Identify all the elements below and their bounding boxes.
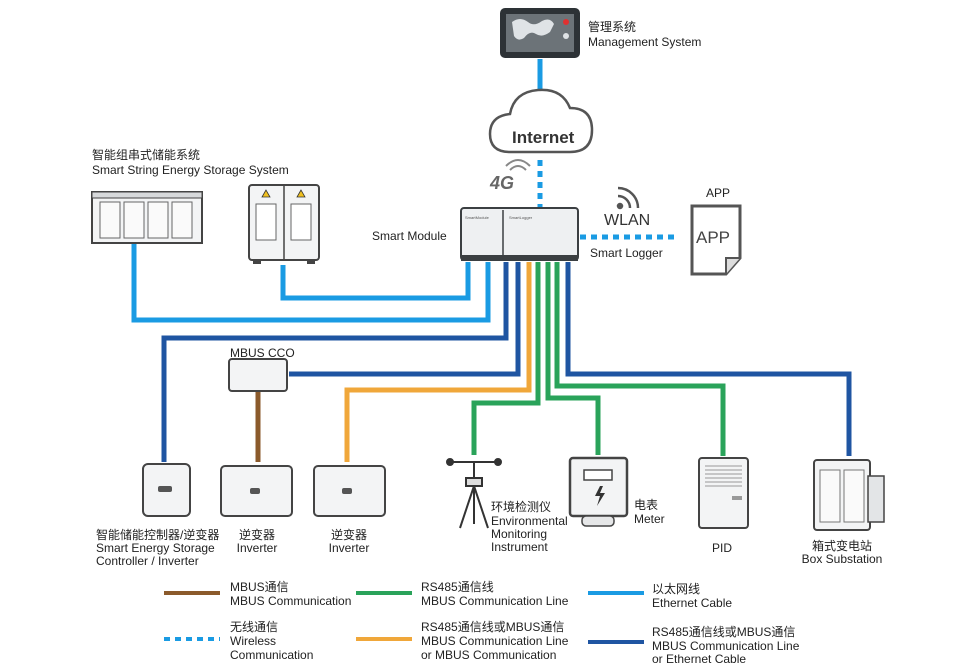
legend-swatch-rs485-or-mbus-dark <box>588 640 644 644</box>
box-label-en: Box Substation <box>801 552 883 566</box>
battery-cabinet-icon <box>248 184 320 264</box>
controller-label-en1: Smart Energy Storage <box>96 541 215 555</box>
inverter-2-label-en: Inverter <box>328 541 370 555</box>
green-line-env <box>471 262 541 455</box>
app-badge-text: APP <box>696 228 731 247</box>
legend-swatch-rs485-or-mbus <box>356 637 412 641</box>
wlan-signal-icon <box>616 186 640 210</box>
env-label-zh: 环境检测仪 <box>491 500 552 514</box>
controller-label-en2: Controller / Inverter <box>96 554 199 568</box>
legend-wireless-en2: Communication <box>230 648 314 662</box>
mbus-cco-device-icon <box>228 358 288 392</box>
legend-rs485-en: MBUS Communication Line <box>421 594 569 608</box>
box-label-zh: 箱式变电站 <box>811 539 872 553</box>
legend-rs485-dark-en2: or Ethernet Cable <box>652 652 747 666</box>
meter-label-en: Meter <box>634 512 665 526</box>
smart-logger-label: Smart Logger <box>590 246 663 260</box>
green-line-meter <box>545 262 601 455</box>
legend-rs485-or-mbus-en1: MBUS Communication Line <box>421 634 569 648</box>
legend-swatch-ethernet <box>588 591 644 595</box>
legend-swatch-wireless <box>164 637 220 641</box>
inverter-2-device-icon <box>313 465 386 517</box>
smart-module-label: Smart Module <box>372 229 447 243</box>
legend-rs485-or-mbus-en2: or MBUS Communication <box>421 648 557 662</box>
legend-mbus-zh: MBUS通信 <box>230 580 289 594</box>
management-label-en: Management System <box>588 35 702 49</box>
legend-rs485-or-mbus-zh: RS485通信线或MBUS通信 <box>421 620 565 634</box>
legend-rs485-dark-en1: MBUS Communication Line <box>652 639 800 653</box>
svg-text:SmartModule: SmartModule <box>465 215 490 220</box>
orange-line-inverter2 <box>344 262 532 462</box>
legend-wireless-en1: Wireless <box>230 634 277 648</box>
darkblue-line-controller <box>161 262 509 462</box>
inverter-2-label-zh: 逆变器 <box>330 528 367 542</box>
meter-label-zh: 电表 <box>634 498 659 512</box>
inverter-1-device-icon <box>220 465 293 517</box>
env-label-en2: Monitoring <box>491 527 548 541</box>
string-ess-rack-icon <box>91 191 203 244</box>
legend-swatch-mbus <box>164 591 220 595</box>
pid-label: PID <box>712 541 733 555</box>
controller-label-zh: 智能储能控制器/逆变器 <box>96 528 220 542</box>
legend-mbus-en: MBUS Communication <box>230 594 352 608</box>
wlan-label: WLAN <box>604 212 651 229</box>
controller-device-icon <box>142 463 191 517</box>
electric-meter-icon <box>568 456 629 527</box>
inverter-1-label-zh: 逆变器 <box>238 528 275 542</box>
4g-label: 4G <box>490 173 515 193</box>
pid-device-icon <box>698 457 749 529</box>
legend-ethernet-zh: 以太网线 <box>652 582 701 596</box>
management-label-zh: 管理系统 <box>588 20 637 34</box>
internet-label: Internet <box>512 128 575 147</box>
ethernet-line-string-ess <box>131 243 491 323</box>
app-document-icon <box>690 204 742 276</box>
weather-station-icon <box>446 458 502 529</box>
app-label: APP <box>706 186 731 200</box>
legend-ethernet-en: Ethernet Cable <box>652 596 733 610</box>
legend-rs485-zh: RS485通信线 <box>421 580 494 594</box>
legend-wireless-zh: 无线通信 <box>230 620 279 634</box>
darkblue-line-box <box>565 262 852 456</box>
env-label-en1: Environmental <box>491 514 568 528</box>
string-ess-label-en: Smart String Energy Storage System <box>92 163 289 177</box>
box-substation-icon <box>813 459 885 531</box>
ethernet-line-cabinet <box>280 262 471 301</box>
legend-swatch-rs485 <box>356 591 412 595</box>
legend-rs485-dark-zh: RS485通信线或MBUS通信 <box>652 625 796 639</box>
svg-text:SmartLogger: SmartLogger <box>509 215 533 220</box>
smart-logger-device-icon: SmartModule SmartLogger <box>460 207 579 261</box>
mbus-cco-label: MBUS CCO <box>230 346 295 360</box>
green-line-pid <box>554 262 726 456</box>
internet-cloud-icon <box>488 88 594 154</box>
management-monitor-icon <box>500 8 580 58</box>
darkblue-line-cco <box>289 262 521 377</box>
string-ess-label-zh: 智能组串式储能系统 <box>92 148 201 162</box>
env-label-en3: Instrument <box>491 540 548 554</box>
4g-signal-icon <box>505 159 531 171</box>
inverter-1-label-en: Inverter <box>236 541 278 555</box>
